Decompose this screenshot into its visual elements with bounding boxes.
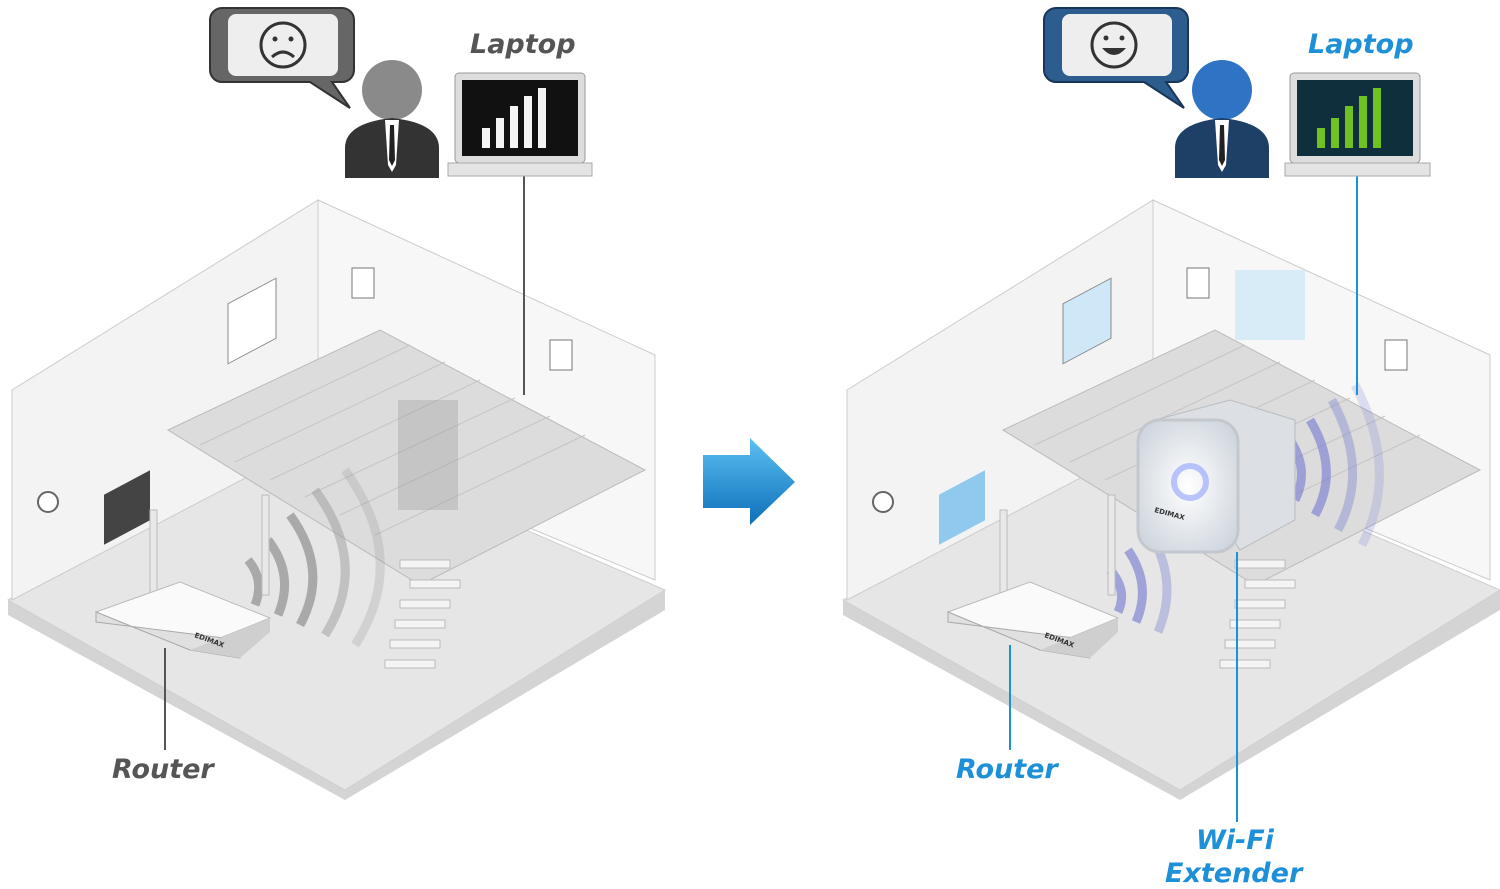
laptop-label-before: Laptop bbox=[470, 29, 576, 60]
wifi-waves-icon bbox=[244, 467, 385, 648]
router-label-after: Router bbox=[956, 754, 1058, 785]
wifi-extender-icon: EDIMAX bbox=[1136, 399, 1296, 554]
house-before bbox=[6, 199, 667, 800]
laptop-weak-signal-icon bbox=[447, 72, 593, 177]
extender-label-line2: Extender bbox=[1165, 858, 1303, 889]
router-label-before: Router bbox=[112, 754, 214, 785]
sad-face-speech-bubble-icon bbox=[209, 7, 355, 109]
arrow-right-icon bbox=[703, 438, 795, 525]
happy-face-speech-bubble-icon bbox=[1043, 7, 1189, 109]
extender-label-line1: Wi-Fi bbox=[1196, 825, 1274, 856]
laptop-label-after: Laptop bbox=[1308, 29, 1414, 60]
router-icon: EDIMAX bbox=[94, 494, 272, 659]
person-icon bbox=[1175, 60, 1269, 178]
person-icon bbox=[345, 60, 439, 178]
router-icon: EDIMAX bbox=[946, 494, 1120, 659]
laptop-strong-signal-icon bbox=[1284, 72, 1431, 177]
